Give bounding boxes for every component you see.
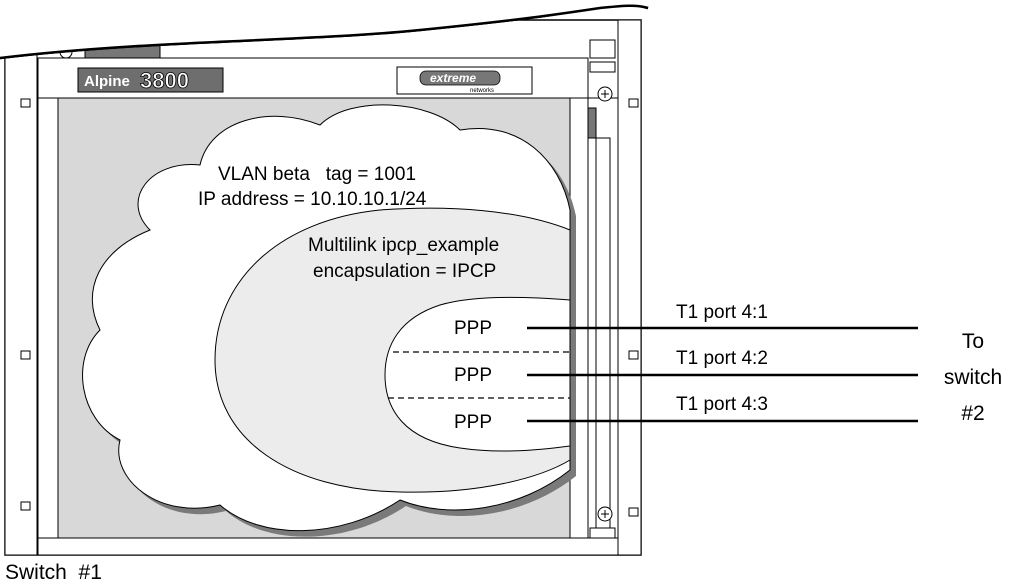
t1-port-label: T1 port 4:3 [676,394,768,415]
t1-lines [527,326,918,423]
ppp-ellipse [384,296,571,452]
ppp-label: PPP [454,412,492,433]
switch-caption: Switch #1 [5,561,102,584]
mount-slots [20,98,639,517]
destination-label: switch [944,366,1002,389]
brand-text: Alpine [84,73,130,90]
extreme-logo: extreme networks [396,66,533,95]
logo-text: extreme [430,71,476,85]
screw-icon [597,506,613,522]
ppp-label: PPP [454,365,492,386]
destination-label: To [962,330,984,353]
multilink-label: Multilink ipcp_example [308,235,499,256]
vlan-label: VLAN beta tag = 1001 [218,164,416,185]
encapsulation-label: encapsulation = IPCP [313,261,496,282]
t1-port-label: T1 port 4:2 [676,348,768,369]
vlan-ip-label: IP address = 10.10.10.1/24 [198,189,427,210]
model-text: 3800 [140,68,189,93]
t1-port-label: T1 port 4:1 [676,302,768,323]
logo-subtext: networks [470,88,494,94]
alpine-logo: Alpine 3800 [77,67,224,93]
destination-label: #2 [961,402,984,425]
ppp-label: PPP [454,318,492,339]
screw-icon [597,86,613,102]
